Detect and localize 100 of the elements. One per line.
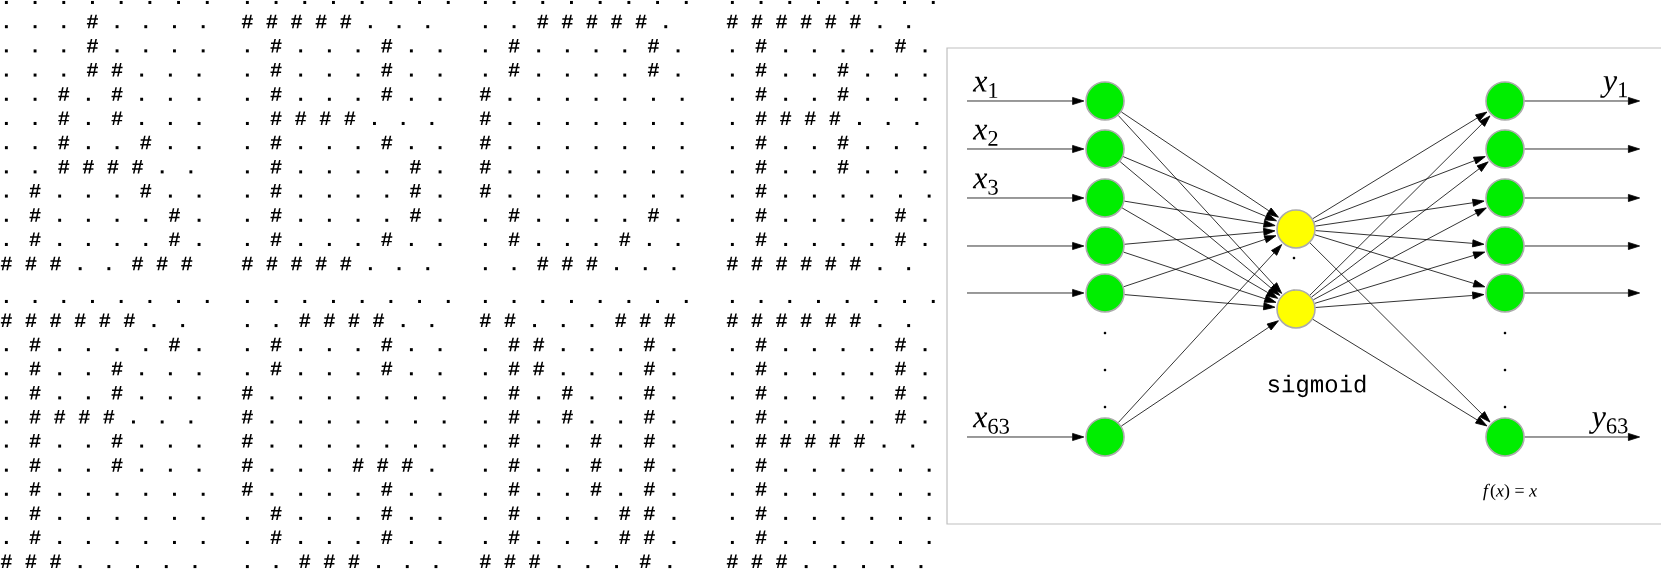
character-row: . . . . . . . . <box>4 0 209 4</box>
arrow <box>1123 235 1277 288</box>
character-row: # . . . . . . . <box>241 385 446 400</box>
arrow <box>1315 291 1485 308</box>
character-row: . # . . # . . . <box>730 135 927 150</box>
arrow <box>1309 242 1491 423</box>
edge-label: x$_{2}$ <box>972 124 998 146</box>
character-row: . # . . . . # . <box>245 159 442 174</box>
arrow <box>966 145 1085 153</box>
character-row: . . . . . . . . <box>4 299 209 303</box>
character-row: . # # . . . # . <box>483 337 676 352</box>
arrow <box>1524 289 1641 297</box>
character-row: . # . . . # . . <box>245 506 442 520</box>
character-row: # . . . . . . . <box>479 87 684 101</box>
character-row: . # . . . . # . <box>4 232 201 246</box>
character-row: . . # # # # # . <box>483 14 668 29</box>
character-row: . . . # . . . . <box>4 38 205 53</box>
neuron-circle <box>1485 178 1525 218</box>
arrow <box>1524 433 1641 441</box>
arrow <box>1124 294 1276 311</box>
character-row: . . # . . # . . <box>4 135 201 150</box>
arrow <box>1121 111 1279 218</box>
character-row: . # . . . # . . <box>4 184 201 198</box>
character-row: . # . . . # . . <box>245 38 442 53</box>
character-row: # . . . . # . . <box>241 482 442 496</box>
character-row: . # . . . # # . <box>483 530 676 544</box>
character-row: . . # # # . . . <box>245 554 438 569</box>
character-row: . # . . . . . . <box>730 458 931 472</box>
character-row: . # . . # . . . <box>4 458 201 472</box>
character-row: . # # # # . . . <box>245 111 434 125</box>
neuron-circle <box>1085 273 1125 313</box>
neuron-circle <box>1085 226 1125 266</box>
arrow <box>1314 156 1486 223</box>
arrow <box>1124 200 1276 228</box>
arrow <box>1312 111 1488 220</box>
character-row: . # . # . . # . <box>483 410 676 424</box>
character-row: . # # # # . . . <box>730 111 919 125</box>
arrow <box>1313 207 1487 301</box>
character-row: . # . . . . # . <box>483 208 680 222</box>
neuron-circle <box>1085 417 1125 457</box>
character-row: . # # # # # . . <box>730 434 915 448</box>
character-row: # . . . . . . . <box>479 135 684 150</box>
character-row: . # . . . . # . <box>730 361 927 376</box>
arrow <box>1314 234 1486 288</box>
character-row: . . . . . . . . <box>245 0 450 4</box>
character-row: # . . . . . . . <box>479 159 684 174</box>
character-row: . # . . . # . . <box>245 337 442 352</box>
character-row: . # . . . # . . <box>245 361 442 376</box>
arrow <box>1121 320 1279 427</box>
character-row: . # . . . . # . <box>483 38 680 53</box>
arrow <box>1118 244 1283 423</box>
arrow <box>966 97 1085 105</box>
neuron-circle <box>1485 129 1525 169</box>
neuron-circle <box>1485 226 1525 266</box>
character-row: # # # # # # . . <box>726 313 911 328</box>
arrow <box>966 289 1085 297</box>
arrow <box>966 194 1085 202</box>
character-row: . # . . . # . . <box>245 135 442 150</box>
character-row: . # . . . . # . <box>730 385 927 400</box>
character-row: . # . . . . # . <box>730 410 927 424</box>
character-row: . # . . . . # . <box>730 337 927 352</box>
character-row: . . . # . . . . <box>4 14 205 29</box>
character-row: # # # . . . . . <box>0 554 197 569</box>
character-row: . . # . # . . . <box>4 87 201 101</box>
arrow <box>1524 145 1641 153</box>
character-row: # # # # # # . . <box>726 256 911 271</box>
character-row: . . . . . . . . <box>730 0 935 4</box>
arrow <box>1122 156 1277 222</box>
arrow <box>1524 97 1641 105</box>
character-row: . # . . . . # . <box>245 208 442 222</box>
character-row: . . # . # . . . <box>4 111 201 125</box>
character-row: . # . # . . # . <box>483 385 676 400</box>
arrow <box>1312 318 1488 427</box>
character-row: . # . . . . . . <box>4 482 205 496</box>
character-row: # . . . # # # . <box>241 458 434 472</box>
character-row: . # . . . . # . <box>730 38 927 53</box>
character-row: . # . . # . . . <box>730 87 927 101</box>
character-row: . # . . . . # . <box>730 208 927 222</box>
arrow <box>1118 115 1283 294</box>
character-row: . # . . # . . . <box>4 385 201 400</box>
character-row: . # . . . # . . <box>245 63 442 77</box>
character-row: # # # . . . . . <box>726 554 923 569</box>
arrow <box>966 242 1085 250</box>
arrow <box>1314 251 1486 304</box>
character-row: # # # # # . . . <box>241 256 430 271</box>
character-row: . # . . # . # . <box>483 482 676 496</box>
character-row: . # # # # . . . <box>4 410 193 424</box>
character-row: . # . . . . . . <box>730 482 931 496</box>
function-label: f(x) = x <box>1483 483 1537 501</box>
character-row: # . . . . . . . <box>479 184 684 198</box>
arrow <box>1123 251 1277 303</box>
character-row: . # . . . . # . <box>4 337 201 352</box>
character-row: . . . # # . . . <box>4 63 201 77</box>
character-row: . # . . . . # . <box>483 63 680 77</box>
character-row: # # # # # . . . <box>241 14 430 29</box>
character-row: . # . . . # . . <box>245 87 442 101</box>
character-row: . # . . . . # . <box>4 208 201 222</box>
character-row: . # . . . # . . <box>245 530 442 544</box>
character-row: # . . . . . . . <box>479 111 684 125</box>
character-row: # # . . . # # # <box>479 313 676 328</box>
